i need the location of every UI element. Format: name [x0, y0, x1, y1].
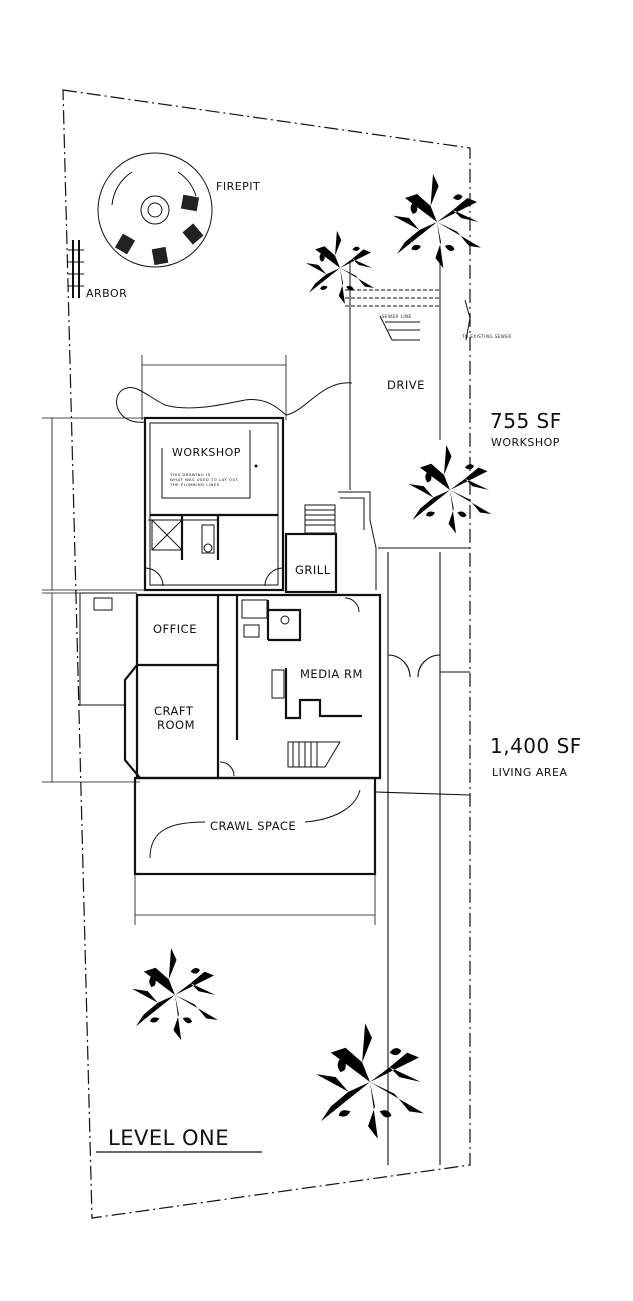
- firepit: [97, 152, 213, 268]
- workshop-sf: 755 SF: [490, 409, 562, 433]
- drawing-note-2: WHAT WAS USED TO LAY OUT: [170, 477, 239, 482]
- tree-south: [310, 1018, 430, 1145]
- grill-area: [284, 532, 338, 594]
- driveway: [345, 262, 471, 490]
- tree-drive-right: [388, 170, 486, 274]
- workshop-room-label: WORKSHOP: [172, 446, 241, 459]
- office-label: OFFICE: [153, 622, 197, 636]
- deck-stairs: [304, 491, 377, 590]
- dimension-lines: [42, 355, 376, 925]
- garden-bed: [116, 382, 353, 423]
- grill-label: GRILL: [295, 563, 331, 577]
- property-line: [62, 89, 471, 1219]
- main-house: [79, 592, 382, 780]
- tree-drive-left: [302, 227, 378, 308]
- crawl-space: [133, 776, 377, 876]
- workshop-building: [143, 416, 285, 592]
- firepit-label: FIREPIT: [216, 180, 260, 193]
- arbor-label: ARBOR: [86, 287, 127, 300]
- east-fence: [375, 547, 471, 1165]
- drive-label: DRIVE: [387, 378, 425, 392]
- arbor: [68, 240, 84, 298]
- drawing-note-1: THIS DRAWING IS: [169, 472, 211, 477]
- living-sf-caption: LIVING AREA: [492, 766, 568, 779]
- tree-south-west: [127, 944, 223, 1045]
- drawing-note-3: THE PLUMBING LINES: [169, 482, 220, 487]
- sewer-note-1: SEWER LINE: [382, 314, 412, 319]
- sewer-note-2: TO EXISTING SEWER: [461, 334, 512, 339]
- level-title: LEVEL ONE: [108, 1126, 229, 1150]
- tree-east: [404, 441, 496, 538]
- living-sf: 1,400 SF: [490, 734, 582, 758]
- workshop-sf-caption: WORKSHOP: [491, 436, 560, 449]
- media-room-label: MEDIA RM: [300, 667, 363, 681]
- craft-label-line1: CRAFT: [154, 704, 194, 718]
- crawl-space-label: CRAWL SPACE: [210, 819, 296, 833]
- craft-label-line2: ROOM: [157, 718, 195, 732]
